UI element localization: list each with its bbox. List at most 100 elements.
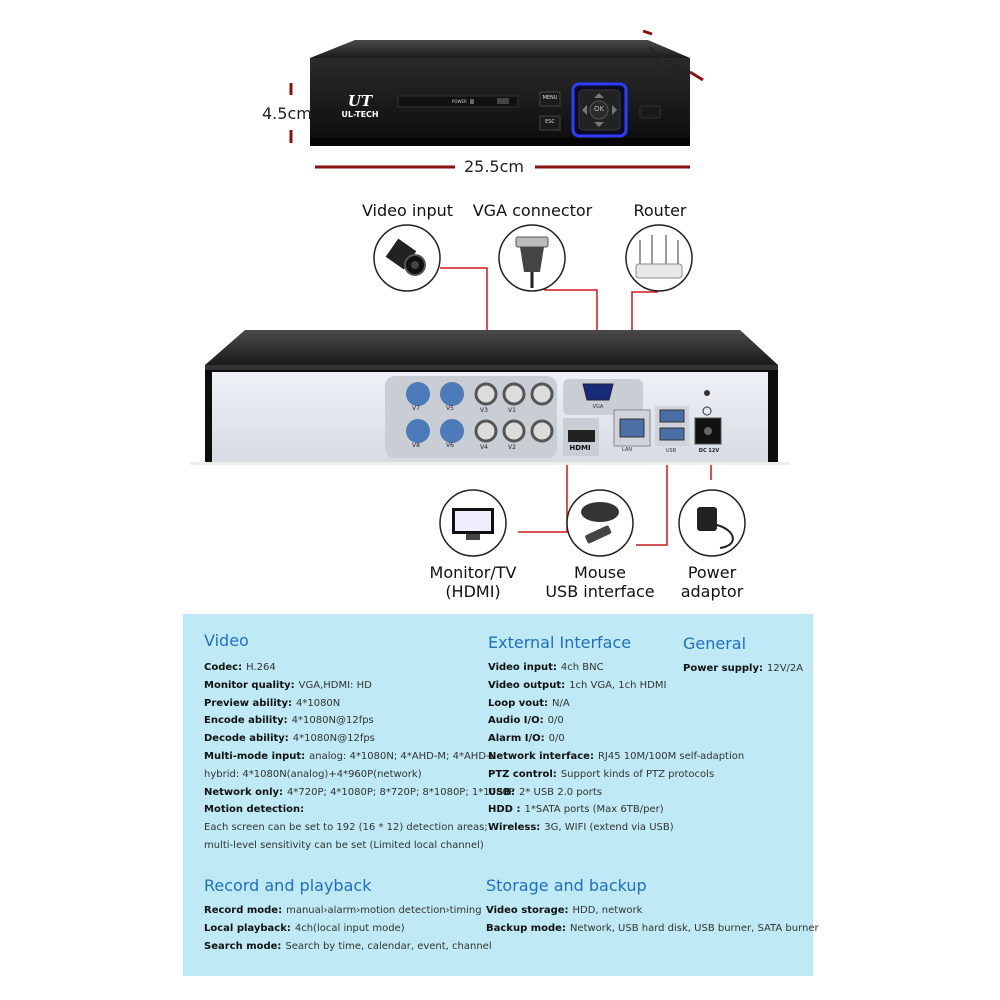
power-adaptor-icon [678, 489, 746, 557]
video-spec-key: Preview ability: [204, 697, 292, 709]
power-label: POWER [452, 99, 467, 104]
video-spec-key: Decode ability: [204, 733, 289, 745]
video-spec-row: Encode ability:4*1080N@12fps [204, 714, 374, 727]
router-icon [625, 224, 693, 292]
external-spec-key: Alarm I/O: [488, 733, 545, 745]
callout-monitor-line1: Monitor/TV [429, 563, 517, 582]
external-spec-value: 2* USB 2.0 ports [518, 786, 602, 798]
record-spec-key: Local playback: [204, 922, 291, 934]
external-spec-value: 1*SATA ports (Max 6TB/per) [524, 804, 664, 816]
video-spec-key: Codec: [204, 662, 243, 673]
video-spec-value: H.264 [246, 662, 276, 673]
callout-router: Router [633, 201, 687, 220]
video-spec-value: Each screen can be set to 192 (16 * 12) … [204, 822, 488, 834]
width-dimension: 25.5cm [463, 157, 524, 176]
video-spec-row: Each screen can be set to 192 (16 * 12) … [204, 821, 488, 834]
record-spec-row: Search mode:Search by time, calendar, ev… [204, 940, 492, 953]
esc-button: ESC [545, 119, 555, 125]
external-spec-row: Wireless:3G, WIFI (extend via USB) [488, 821, 674, 834]
callout-mouse-line2: USB interface [545, 582, 655, 601]
external-spec-key: Network interface: [488, 751, 594, 762]
external-spec-key: USB: [488, 786, 515, 798]
video-spec-row: Preview ability:4*1080N [204, 697, 340, 710]
video-spec-value: 4*1080N@12fps [292, 733, 375, 745]
external-spec-row: Video output:1ch VGA, 1ch HDMI [488, 679, 666, 692]
section-title-storage: Storage and backup [486, 876, 647, 895]
height-dimension: 4.5cm [262, 104, 312, 123]
video-spec-key: Encode ability: [204, 715, 288, 727]
bnc-label-v1: V1 [508, 407, 516, 414]
record-spec-value: 4ch(local input mode) [294, 922, 405, 934]
video-spec-value: 4*1080N@12fps [291, 715, 374, 727]
lan-port-label: LAN [621, 447, 633, 453]
video-spec-row: multi-level sensitivity can be set (Limi… [204, 839, 484, 852]
record-spec-row: Record mode:manual›alarm›motion detectio… [204, 904, 482, 917]
video-input-camera-icon [373, 224, 441, 292]
external-spec-key: Audio I/O: [488, 715, 544, 727]
video-spec-value: analog: 4*1080N; 4*AHD-M; 4*AHD-L [309, 751, 496, 762]
external-spec-key: Video output: [488, 679, 566, 691]
external-spec-row: Video input:4ch BNC [488, 661, 604, 674]
vga-connector-icon [498, 224, 566, 292]
video-spec-value: VGA,HDMI: HD [298, 679, 372, 691]
external-spec-row: Loop vout:N/A [488, 697, 570, 710]
external-spec-value: RJ45 10M/100M self-adaption [597, 751, 745, 762]
ok-button: OK [593, 105, 605, 113]
storage-spec-row: Backup mode:Network, USB hard disk, USB … [486, 922, 819, 935]
callout-power-line1: Power [687, 563, 737, 582]
video-spec-value: 4*720P; 4*1080P; 8*720P; 8*1080P; 1*1080… [287, 786, 515, 798]
record-spec-key: Record mode: [204, 905, 283, 916]
external-spec-row: USB:2* USB 2.0 ports [488, 786, 602, 799]
callout-power: Power adaptor [670, 563, 754, 601]
external-spec-row: Alarm I/O:0/0 [488, 732, 565, 745]
section-title-video: Video [204, 631, 249, 650]
external-spec-value: N/A [552, 697, 570, 709]
record-spec-row: Local playback:4ch(local input mode) [204, 922, 405, 935]
external-spec-value: Support kinds of PTZ protocols [560, 768, 715, 780]
storage-spec-value: Network, USB hard disk, USB burner, SATA… [569, 922, 819, 934]
callout-mouse: Mouse USB interface [540, 563, 660, 601]
bnc-label-v5: V5 [446, 405, 454, 412]
video-spec-key: Network only: [204, 786, 284, 798]
external-spec-value: 0/0 [547, 715, 564, 727]
external-spec-row: Audio I/O:0/0 [488, 714, 564, 727]
record-spec-value: Search by time, calendar, event, channel [285, 940, 492, 952]
external-spec-key: HDD : [488, 804, 521, 816]
callout-monitor-line2: (HDMI) [445, 582, 501, 601]
bnc-label-v6: V6 [446, 442, 454, 449]
brand-logo: UT [347, 92, 373, 110]
usb-port-label: USB [665, 448, 677, 454]
callout-mouse-line1: Mouse [574, 563, 626, 582]
video-spec-row: Motion detection: [204, 803, 308, 816]
record-spec-key: Search mode: [204, 940, 282, 952]
bnc-label-v2: V2 [508, 444, 516, 451]
storage-spec-row: Video storage:HDD, network [486, 904, 642, 917]
general-spec-row: Power supply:12V/2A [683, 662, 803, 675]
external-spec-value: 3G, WIFI (extend via USB) [544, 822, 674, 834]
dvr-front-view [310, 40, 690, 146]
external-spec-row: PTZ control:Support kinds of PTZ protoco… [488, 768, 714, 781]
video-spec-row: Multi-mode input:analog: 4*1080N; 4*AHD-… [204, 750, 495, 763]
menu-button: MENU [542, 95, 558, 101]
section-title-record: Record and playback [204, 876, 372, 895]
video-spec-key: Monitor quality: [204, 679, 295, 691]
bnc-label-v7: V7 [412, 405, 420, 412]
dvr-rear-view [190, 330, 790, 465]
brand-name: UL-TECH [341, 110, 379, 119]
dc-port-label: DC 12V [698, 448, 720, 454]
video-spec-value: multi-level sensitivity can be set (Limi… [204, 840, 484, 851]
external-spec-key: Wireless: [488, 822, 541, 834]
general-spec-value: 12V/2A [766, 663, 804, 674]
video-spec-row: Monitor quality:VGA,HDMI: HD [204, 679, 372, 692]
bnc-label-v4: V4 [480, 444, 488, 451]
external-spec-key: Video input: [488, 662, 557, 673]
external-spec-value: 4ch BNC [560, 662, 604, 673]
monitor-icon [439, 489, 507, 557]
external-spec-key: PTZ control: [488, 768, 557, 780]
video-spec-row: Network only:4*720P; 4*1080P; 8*720P; 8*… [204, 786, 515, 799]
record-spec-value: manual›alarm›motion detection›timing [286, 905, 482, 916]
callout-monitor: Monitor/TV (HDMI) [418, 563, 528, 601]
callout-vga-connector: VGA connector [472, 201, 593, 220]
external-spec-value: 0/0 [548, 733, 565, 745]
